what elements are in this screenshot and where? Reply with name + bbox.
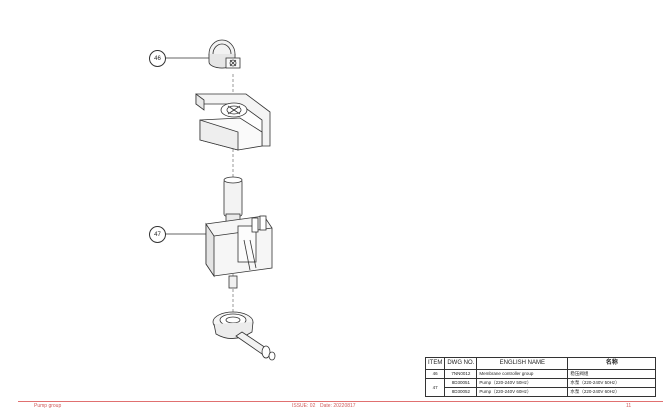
- cell-english-name: Pump（220-240V 60Hz）: [476, 387, 569, 397]
- cell-english-name: Membrane controller group: [476, 369, 569, 379]
- cell-dwg-no: 7NN0012: [444, 369, 478, 379]
- footer-divider: [18, 401, 663, 402]
- outlet-fitting: [212, 311, 276, 361]
- header-english-name: ENGLISH NAME: [476, 357, 569, 370]
- cell-item: 46: [424, 369, 446, 379]
- pump-bracket: [195, 93, 271, 151]
- footer-date: Date: 20220817: [320, 403, 356, 409]
- table-row: 47 8D30051 Pump（220-240V 50Hz） 水泵（220-24…: [424, 378, 657, 397]
- header-chinese-name: 名称: [567, 357, 657, 370]
- membrane-controller-part: [208, 39, 241, 69]
- footer-section-title: Pump group: [34, 403, 62, 409]
- table-header-row: ITEM DWG NO. ENGLISH NAME 名称: [424, 357, 657, 370]
- footer-issue: ISSUE: 02: [292, 403, 316, 409]
- vibration-pump: [205, 176, 273, 289]
- callout-46: 46: [149, 50, 166, 67]
- footer-page-number: 11: [626, 403, 632, 409]
- cell-dwg-no: 8D30051: [444, 378, 478, 388]
- cell-item: 47: [424, 378, 446, 397]
- header-dwg-no: DWG NO.: [444, 357, 478, 370]
- table-row: 46 7NN0012 Membrane controller group 稳压阀…: [424, 369, 657, 379]
- parts-list-table: ITEM DWG NO. ENGLISH NAME 名称 46 7NN0012 …: [424, 357, 657, 397]
- callout-47: 47: [149, 226, 166, 243]
- cell-english-name: Pump（220-240V 50Hz）: [476, 378, 569, 388]
- cell-chinese-name: 水泵（220-240V 50Hz）: [567, 378, 657, 388]
- cell-chinese-name: 稳压阀组: [567, 369, 657, 379]
- table-row: 8D30052 Pump（220-240V 60Hz） 水泵（220-240V …: [426, 387, 657, 397]
- cell-dwg-no: 8D30052: [444, 387, 478, 397]
- header-item: ITEM: [424, 357, 446, 370]
- cell-chinese-name: 水泵（220-240V 60Hz）: [567, 387, 657, 397]
